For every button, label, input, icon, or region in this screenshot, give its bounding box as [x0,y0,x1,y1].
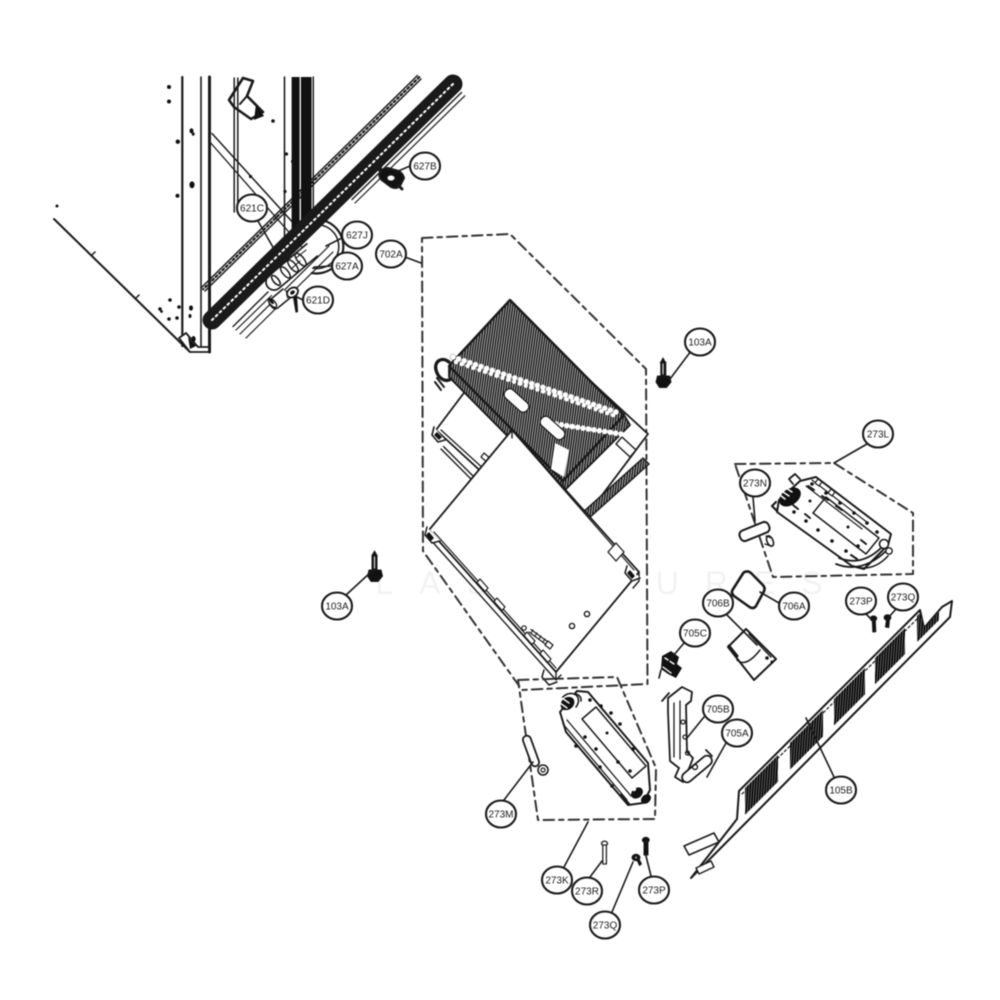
svg-text:627A: 627A [335,262,359,273]
svg-text:103A: 103A [688,338,712,349]
svg-text:706A: 706A [782,602,806,613]
svg-text:621D: 621D [306,296,330,307]
svg-text:105B: 105B [829,786,853,797]
svg-text:705A: 705A [725,729,749,740]
svg-text:273R: 273R [575,887,599,898]
svg-text:702A: 702A [379,250,403,261]
svg-text:273L: 273L [867,430,890,441]
svg-text:706B: 706B [706,599,730,610]
svg-text:103A: 103A [325,602,349,613]
svg-text:273P: 273P [642,886,666,897]
svg-text:273P: 273P [849,597,873,608]
svg-text:705C: 705C [683,629,707,640]
svg-text:705B: 705B [706,705,730,716]
svg-text:627B: 627B [413,162,437,173]
svg-text:273Q: 273Q [593,921,618,932]
svg-text:273M: 273M [488,810,513,821]
svg-text:273N: 273N [743,479,767,490]
svg-text:627J: 627J [346,231,368,242]
svg-text:621C: 621C [240,204,264,215]
svg-text:273K: 273K [545,876,569,887]
svg-text:273Q: 273Q [891,593,916,604]
